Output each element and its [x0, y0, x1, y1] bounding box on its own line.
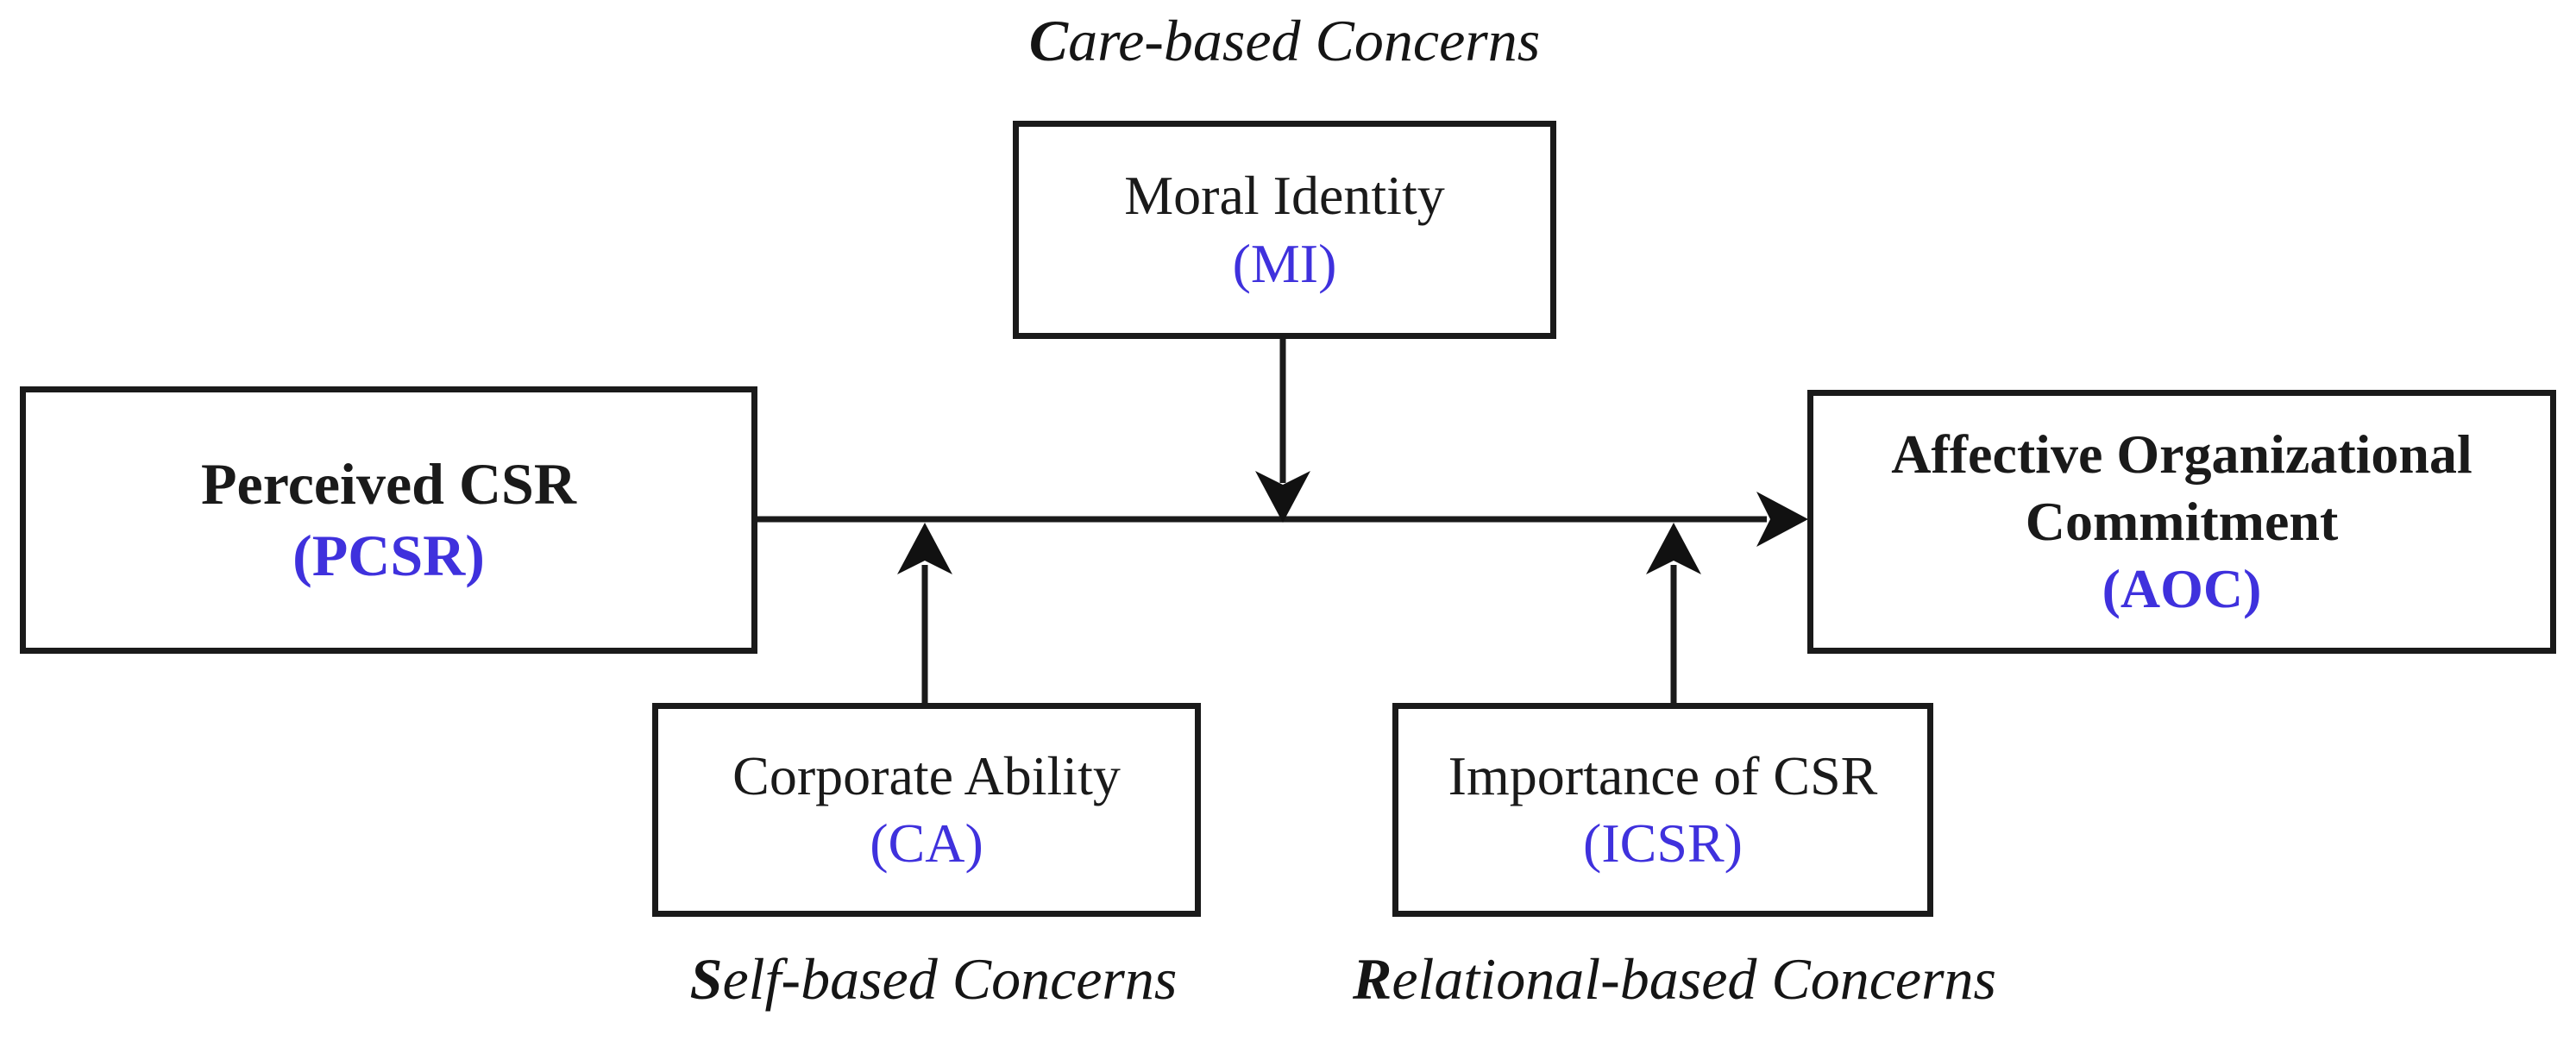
care-based-concerns-label: Care-based Concerns — [638, 7, 1932, 75]
care-label-rest: are-based Concerns — [1068, 8, 1541, 73]
corporate-ability-box: Corporate Ability (CA) — [652, 703, 1201, 917]
moral-identity-box: Moral Identity (MI) — [1013, 121, 1556, 339]
relational-based-concerns-label: Relational-based Concerns — [1027, 945, 2322, 1013]
corporate-ability-abbr: (CA) — [870, 812, 983, 874]
relational-label-lead-letter: R — [1352, 946, 1392, 1012]
affective-organizational-commitment-box: Affective Organizational Commitment (AOC… — [1807, 390, 2556, 654]
ca-arrowhead-icon — [897, 523, 952, 574]
perceived-csr-title: Perceived CSR — [201, 451, 576, 517]
aoc-title: Affective Organizational Commitment — [1891, 423, 2472, 552]
self-based-concerns-label: Self-based Concerns — [286, 945, 1580, 1013]
moral-identity-title: Moral Identity — [1124, 165, 1445, 227]
mi-arrowhead-icon — [1255, 471, 1310, 523]
aoc-abbr: (AOC) — [2102, 558, 2262, 620]
moral-identity-abbr: (MI) — [1232, 232, 1337, 294]
self-label-lead-letter: S — [689, 946, 723, 1012]
importance-of-csr-title: Importance of CSR — [1448, 744, 1878, 806]
perceived-csr-abbr: (PCSR) — [292, 523, 485, 588]
relational-label-rest: elational-based Concerns — [1392, 946, 1997, 1012]
importance-of-csr-abbr: (ICSR) — [1583, 812, 1743, 874]
perceived-csr-box: Perceived CSR (PCSR) — [20, 386, 757, 654]
main-path-arrowhead-icon — [1756, 492, 1808, 547]
importance-of-csr-box: Importance of CSR (ICSR) — [1392, 703, 1933, 917]
corporate-ability-title: Corporate Ability — [732, 744, 1121, 806]
care-label-lead-letter: C — [1028, 8, 1069, 73]
self-label-rest: elf-based Concerns — [722, 946, 1178, 1012]
icsr-arrowhead-icon — [1646, 523, 1701, 574]
